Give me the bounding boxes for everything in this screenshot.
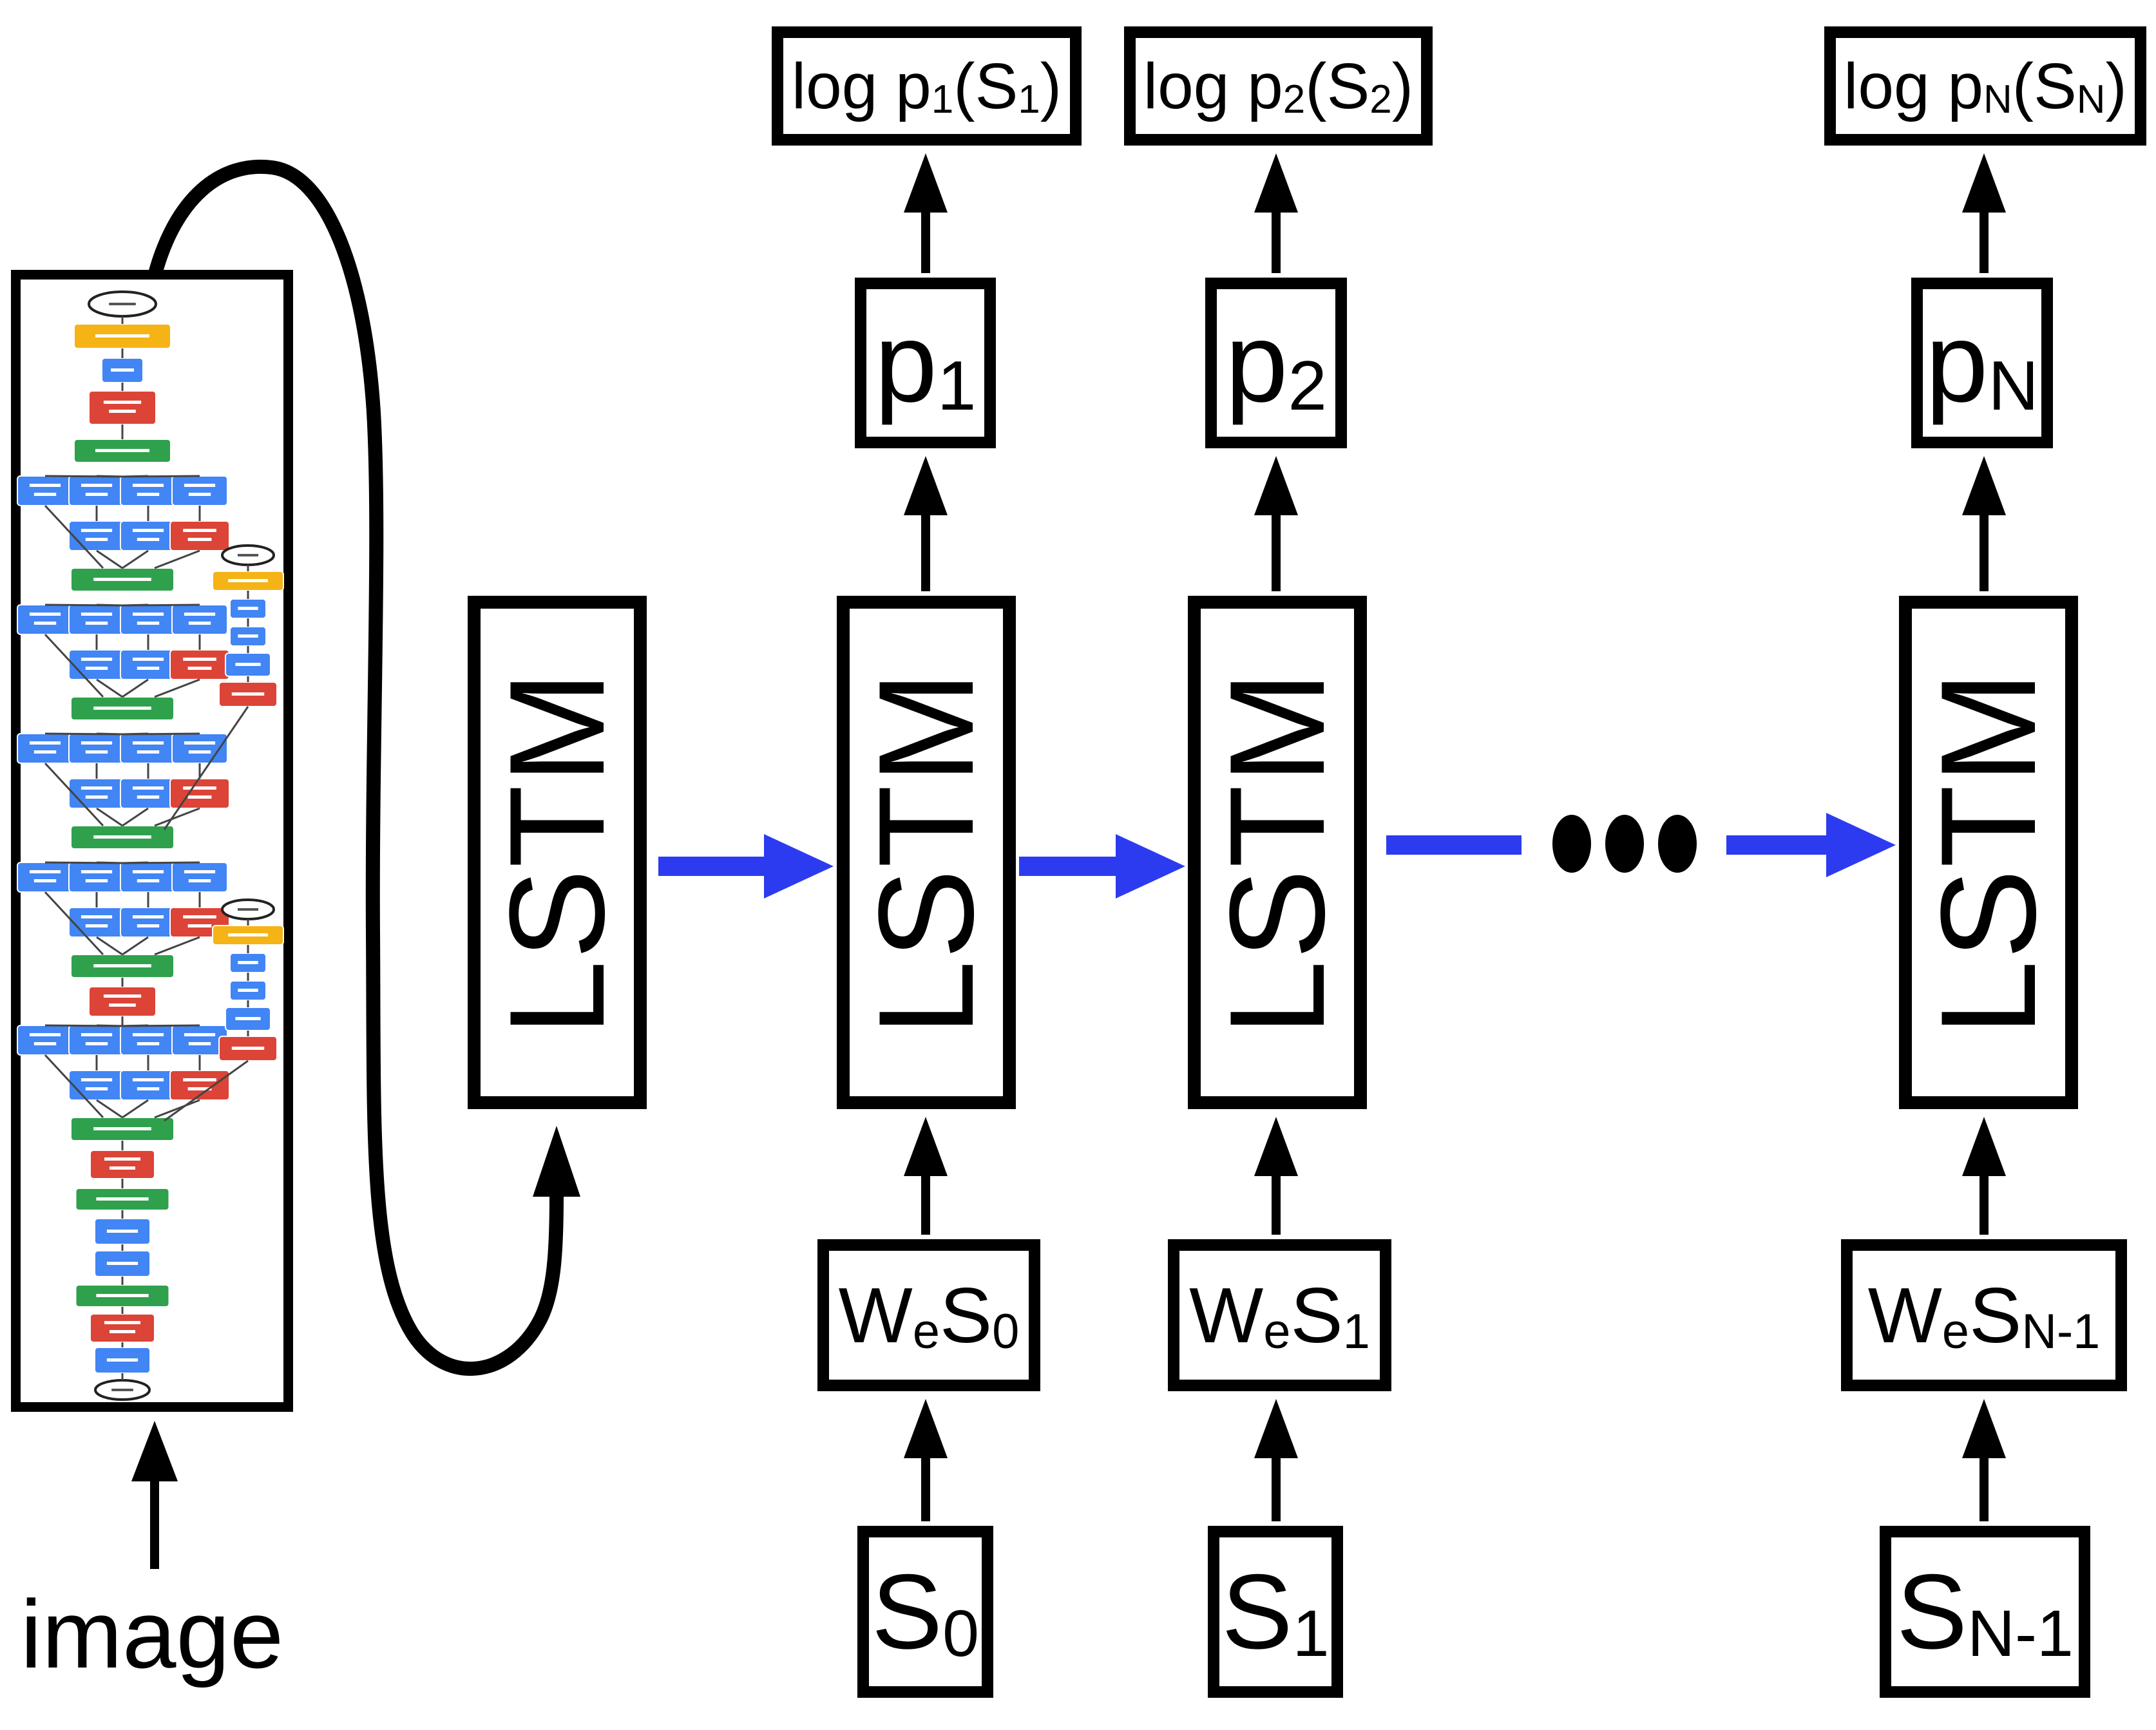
log-prob-label: log p2(S2)	[1143, 50, 1414, 122]
word-box-s0: S0	[857, 1526, 993, 1698]
lstm-box-2: LSTM	[837, 596, 1016, 1109]
up-arrowhead-icon	[1962, 153, 2006, 213]
blue-arrowhead-icon	[1826, 813, 1896, 877]
lstm-box-3: LSTM	[1188, 596, 1367, 1109]
log-prob-box-1: log p1(S1)	[772, 26, 1082, 146]
ellipsis-dot	[1658, 815, 1697, 873]
lstm-label: LSTM	[481, 669, 633, 1036]
up-arrowhead-icon	[1254, 153, 1298, 213]
word-embedding-label: WeS0	[838, 1271, 1020, 1360]
p-label: pN	[1925, 300, 2039, 426]
ellipsis-dot	[1605, 815, 1644, 873]
lstm-label: LSTM	[1201, 669, 1353, 1036]
word-label: SN-1	[1896, 1552, 2074, 1671]
lstm-box-1: LSTM	[468, 596, 647, 1109]
up-arrowhead-icon	[904, 1399, 948, 1458]
up-arrowhead-icon	[1254, 1399, 1298, 1458]
word-label: S0	[872, 1552, 979, 1671]
word-label: S1	[1221, 1552, 1330, 1671]
lstm-label: LSTM	[1913, 669, 2064, 1036]
up-arrowhead-icon	[904, 456, 948, 515]
word-box-sn1: SN-1	[1880, 1526, 2090, 1698]
up-arrowhead-icon	[1254, 1117, 1298, 1176]
word-embedding-label: WeS1	[1189, 1271, 1370, 1360]
p-box-n: pN	[1911, 278, 2053, 448]
p-label: p1	[874, 300, 977, 426]
word-box-s1: S1	[1208, 1526, 1343, 1698]
black-arrows	[131, 153, 2006, 1569]
up-arrowhead-icon	[1962, 1399, 2006, 1458]
up-arrowhead-icon	[1962, 1117, 2006, 1176]
lstm-box-4: LSTM	[1899, 596, 2078, 1109]
lstm-label: LSTM	[850, 669, 1002, 1036]
p-box-2: p2	[1205, 278, 1347, 448]
log-prob-box-n: log pN(SN)	[1824, 26, 2146, 146]
word-embedding-box-0: WeS0	[817, 1239, 1040, 1391]
up-arrowhead-icon	[904, 1117, 948, 1176]
word-embedding-label: WeSN-1	[1867, 1271, 2101, 1360]
image-arrowhead-icon	[131, 1421, 178, 1481]
ellipsis-dot	[1552, 815, 1591, 873]
curve-arrowhead-icon	[533, 1126, 580, 1197]
blue-arrowhead-icon	[1116, 834, 1185, 898]
cnn-box	[11, 270, 293, 1412]
word-embedding-box-n1: WeSN-1	[1841, 1239, 2127, 1391]
up-arrowhead-icon	[904, 153, 948, 213]
p-box-1: p1	[855, 278, 996, 448]
blue-arrowhead-icon	[764, 834, 834, 898]
image-input-label: image	[20, 1580, 284, 1688]
up-arrowhead-icon	[1962, 456, 2006, 515]
log-prob-label: log p1(S1)	[791, 50, 1062, 122]
log-prob-label: log pN(SN)	[1844, 50, 2127, 122]
up-arrowhead-icon	[1254, 456, 1298, 515]
word-embedding-box-1: WeS1	[1168, 1239, 1391, 1391]
p-label: p2	[1225, 300, 1327, 426]
log-prob-box-2: log p2(S2)	[1124, 26, 1433, 146]
ellipsis	[1552, 815, 1697, 873]
